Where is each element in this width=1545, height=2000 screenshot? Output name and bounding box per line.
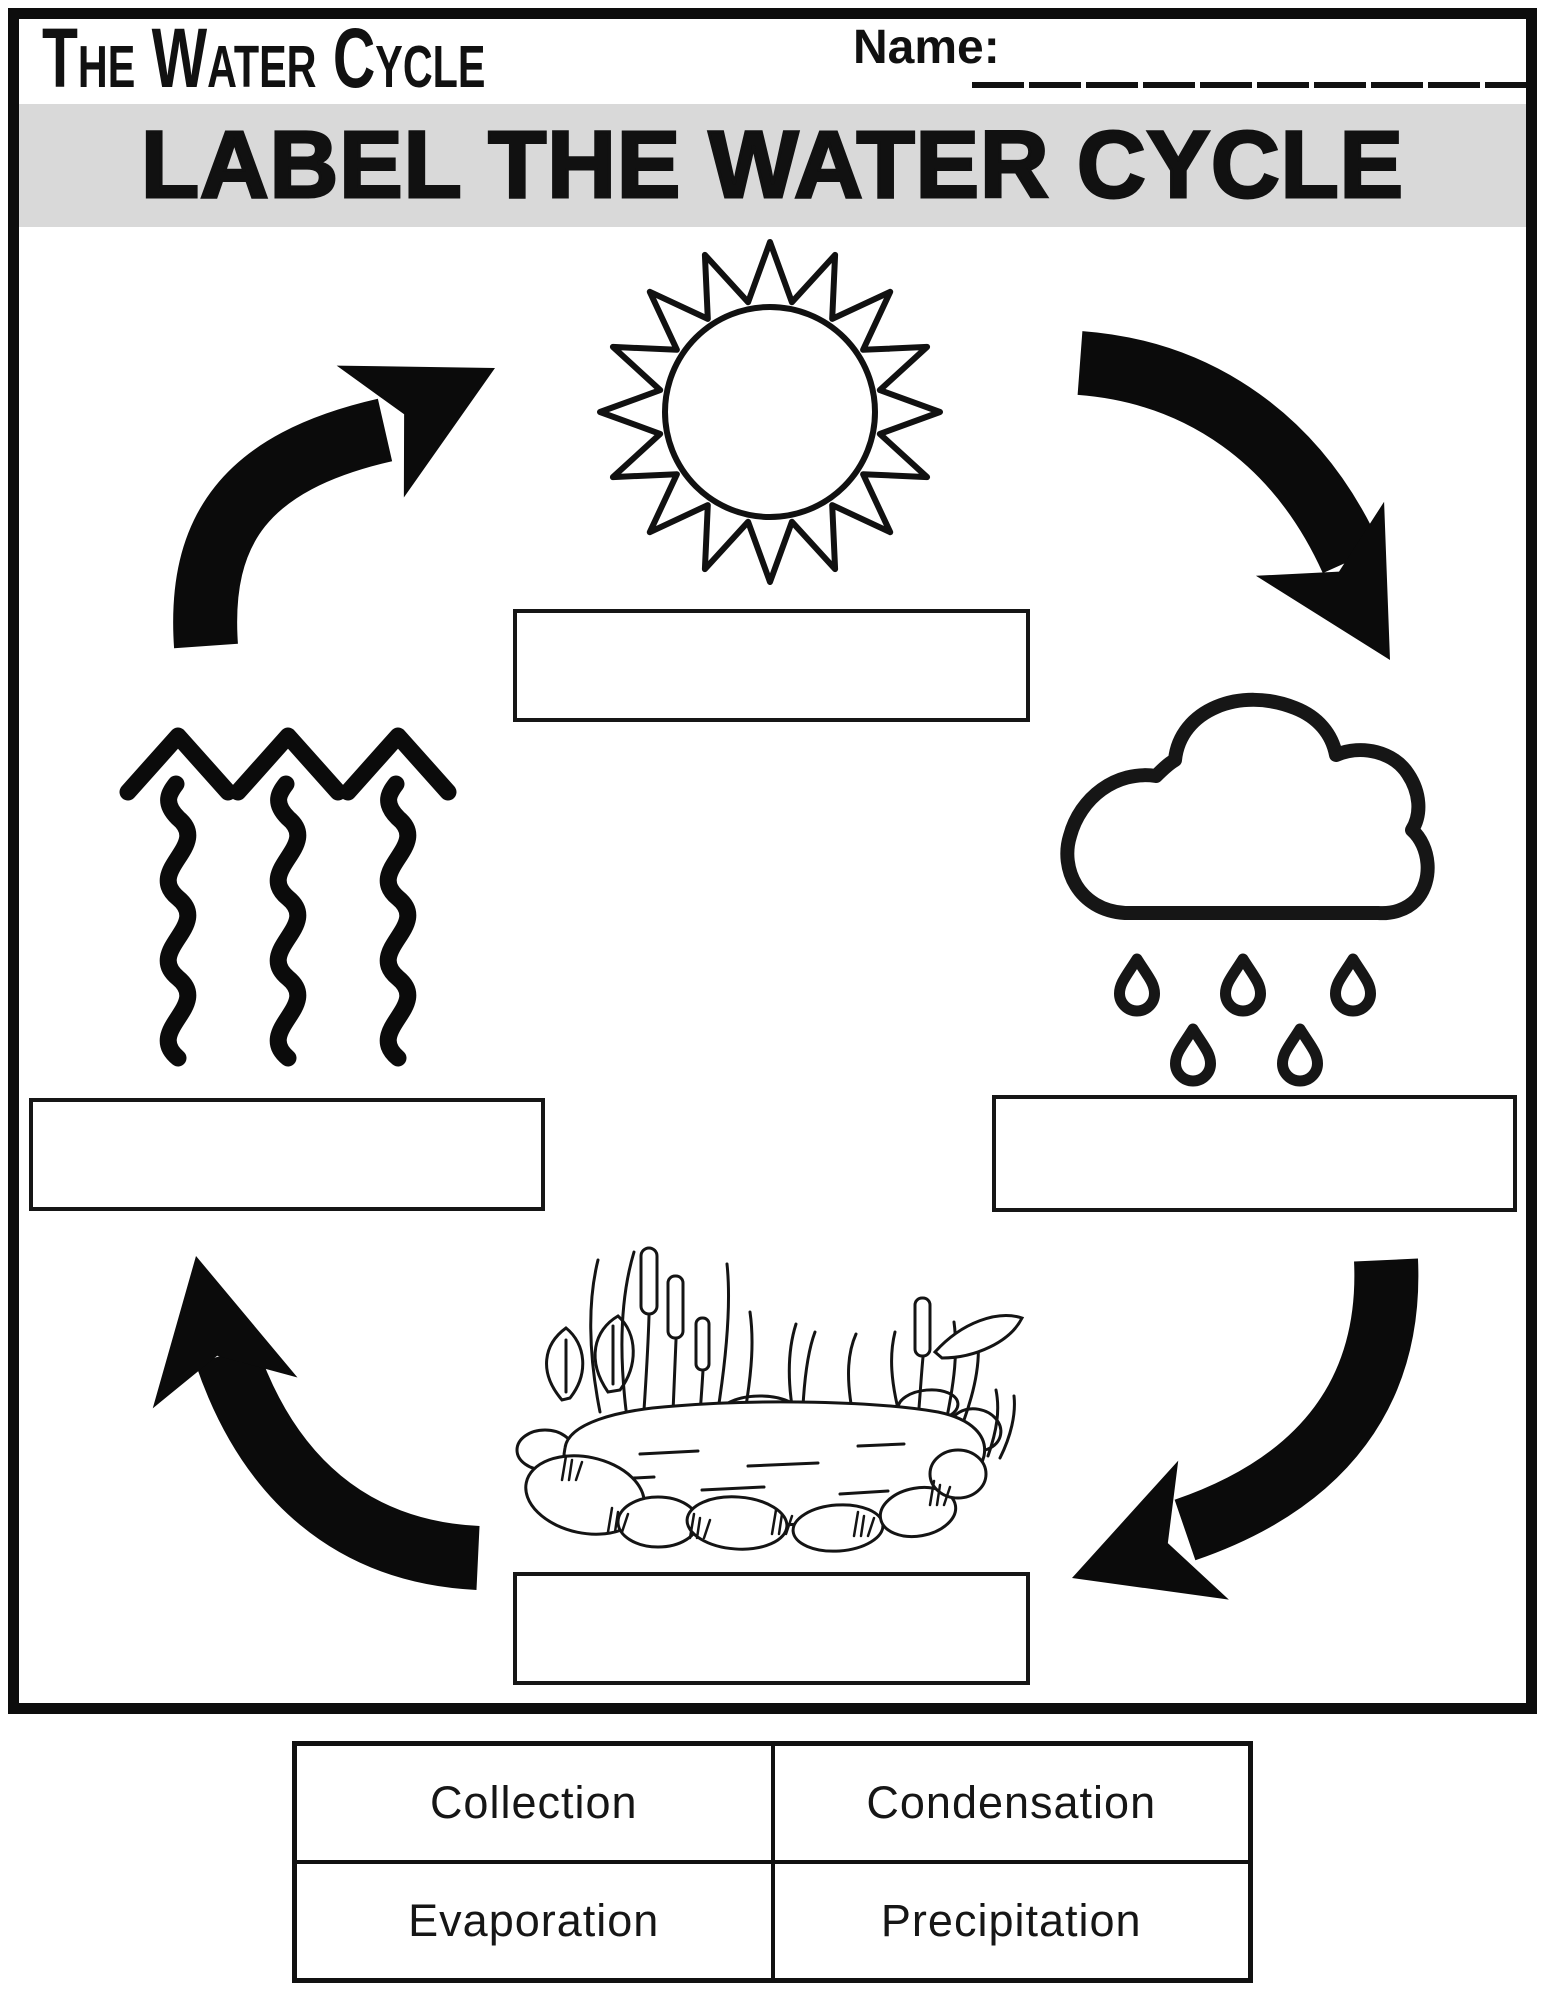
word-bank-item-evaporation: Evaporation	[295, 1862, 773, 1980]
word-bank-item-collection: Collection	[295, 1744, 773, 1862]
banner: LABEL THE WATER CYCLE	[19, 104, 1526, 227]
word-bank-item-condensation: Condensation	[772, 1744, 1250, 1862]
cycle-arrow-bottom-left-icon	[123, 1240, 481, 1590]
name-label: Name:	[853, 21, 1000, 74]
evaporation-arrows-icon	[119, 727, 457, 1067]
banner-heading: LABEL THE WATER CYCLE	[139, 112, 1405, 218]
sun-icon	[597, 239, 943, 585]
label-box-condensation-top[interactable]	[513, 609, 1030, 722]
label-box-precipitation-right[interactable]	[992, 1095, 1517, 1212]
page-title: The Water Cycle	[42, 11, 486, 105]
label-box-evaporation-left[interactable]	[29, 1098, 545, 1211]
label-box-collection-bottom[interactable]	[513, 1572, 1030, 1685]
word-bank-table: Collection Condensation Evaporation Prec…	[292, 1741, 1253, 1983]
cycle-arrow-top-left-icon	[173, 302, 529, 649]
word-bank-item-precipitation: Precipitation	[772, 1862, 1250, 1980]
name-input-line[interactable]	[972, 82, 1528, 88]
rain-cloud-icon	[1060, 692, 1435, 1081]
raindrop-icon	[1120, 959, 1371, 1081]
cycle-arrow-top-right-icon	[1077, 331, 1455, 697]
pond-collection-icon	[515, 1246, 1025, 1553]
cycle-arrow-bottom-right-icon	[1046, 1258, 1419, 1648]
